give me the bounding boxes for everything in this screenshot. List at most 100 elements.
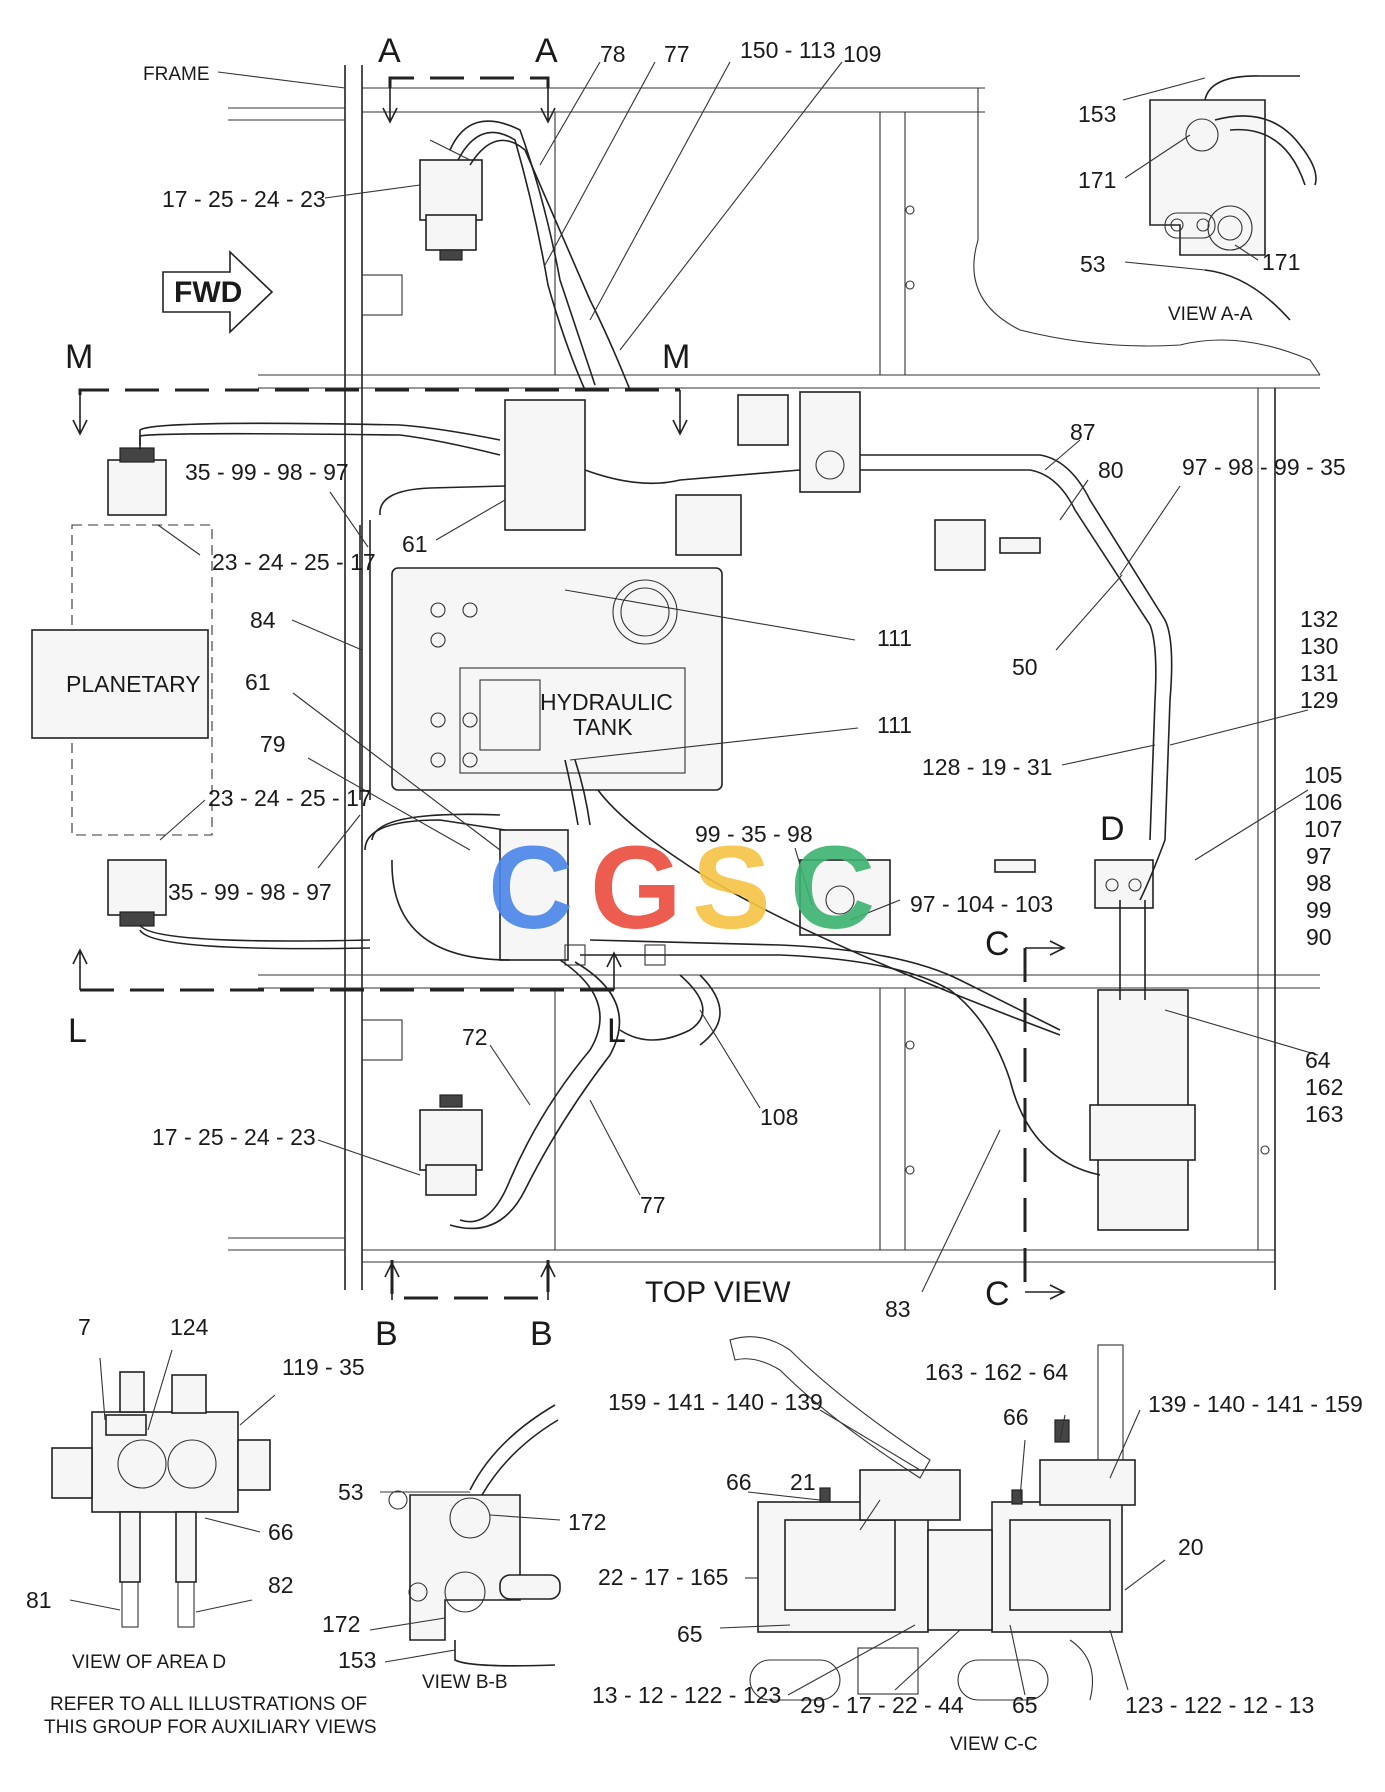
callout-20: 20 xyxy=(1178,1534,1204,1560)
callout-61-top: 61 xyxy=(402,531,428,557)
callout-172-a: 172 xyxy=(568,1509,606,1535)
callout-108: 108 xyxy=(760,1104,798,1130)
section-marker-a-left: A xyxy=(378,32,401,70)
callout-98: 98 xyxy=(1306,870,1332,896)
note-line-1: REFER TO ALL ILLUSTRATIONS OF xyxy=(50,1694,367,1715)
valve-blocks xyxy=(499,391,1196,1231)
forward-arrow xyxy=(162,250,274,334)
callout-35-99-98-97-top: 35 - 99 - 98 - 97 xyxy=(185,459,349,485)
callout-83: 83 xyxy=(885,1296,911,1322)
top-view-title: TOP VIEW xyxy=(645,1276,791,1309)
callout-77-bot: 77 xyxy=(640,1192,666,1218)
callout-77-top: 77 xyxy=(664,41,690,67)
view-aa-title: VIEW A-A xyxy=(1168,304,1253,325)
callout-50: 50 xyxy=(1012,654,1038,680)
callout-128-19-31: 128 - 19 - 31 xyxy=(922,754,1052,780)
frame-label: FRAME xyxy=(143,64,210,85)
section-marker-c-top: C xyxy=(985,925,1010,963)
hydraulic-lines xyxy=(139,120,1173,1230)
section-marker-b-left: B xyxy=(375,1315,398,1353)
callout-99-35-98: 99 - 35 - 98 xyxy=(695,821,813,847)
callout-53-aa: 53 xyxy=(1080,251,1106,277)
watermark-letter-c-green: C xyxy=(790,822,875,954)
callout-61-mid: 61 xyxy=(245,669,271,695)
callout-21: 21 xyxy=(790,1469,816,1495)
section-marker-l-right: L xyxy=(607,1012,626,1050)
section-marker-c-bottom: C xyxy=(985,1275,1010,1313)
callout-87: 87 xyxy=(1070,419,1096,445)
callout-139-140-141-159: 139 - 140 - 141 - 159 xyxy=(1148,1391,1363,1417)
callout-119-35: 119 - 35 xyxy=(282,1354,365,1380)
callout-29-17-22-44: 29 - 17 - 22 - 44 xyxy=(800,1692,964,1718)
callout-64: 64 xyxy=(1305,1047,1331,1073)
callout-79: 79 xyxy=(260,731,286,757)
callout-66-d: 66 xyxy=(268,1519,294,1545)
callout-22-17-165: 22 - 17 - 165 xyxy=(598,1564,728,1590)
callout-131: 131 xyxy=(1300,660,1338,686)
planetary-label: PLANETARY xyxy=(66,671,201,697)
watermark-letter-c-blue: C xyxy=(488,822,573,954)
watermark-letter-g: G xyxy=(590,822,682,954)
callout-97: 97 xyxy=(1306,843,1332,869)
fwd-label: FWD xyxy=(174,276,242,309)
callout-13-12-122-123: 13 - 12 - 122 - 123 xyxy=(592,1682,781,1708)
callout-171-b: 171 xyxy=(1262,249,1300,275)
callout-23-24-25-17-bot: 23 - 24 - 25 - 17 xyxy=(208,785,372,811)
callout-35-99-98-97-bot: 35 - 99 - 98 - 97 xyxy=(168,879,332,905)
section-marker-b-right: B xyxy=(530,1315,553,1353)
diagram-text: FRAME FWD PLANETARY HYDRAULIC TANK A A M… xyxy=(26,32,1363,1755)
callout-53-bb: 53 xyxy=(338,1479,364,1505)
callout-124: 124 xyxy=(170,1314,209,1340)
callout-84: 84 xyxy=(250,607,276,633)
view-bb-title: VIEW B-B xyxy=(422,1672,508,1693)
view-area-d-detail xyxy=(51,1349,276,1628)
hydraulic-tank-label: HYDRAULIC xyxy=(540,689,673,715)
callout-123-122-12-13: 123 - 122 - 12 - 13 xyxy=(1125,1692,1314,1718)
callout-105: 105 xyxy=(1304,762,1342,788)
callout-172-b: 172 xyxy=(322,1611,360,1637)
view-area-d-title: VIEW OF AREA D xyxy=(72,1652,226,1673)
callout-65-a: 65 xyxy=(677,1621,703,1647)
gsc-watermark: C G S C xyxy=(488,822,875,954)
section-marker-m-right: M xyxy=(662,338,690,376)
callout-111-mid: 111 xyxy=(877,712,912,738)
callout-130: 130 xyxy=(1300,633,1338,659)
callout-153-bb: 153 xyxy=(338,1647,376,1673)
callout-97-104-103: 97 - 104 - 103 xyxy=(910,891,1053,917)
callout-163: 163 xyxy=(1305,1101,1343,1127)
callout-81: 81 xyxy=(26,1587,52,1613)
callout-66-cc-a: 66 xyxy=(1003,1404,1029,1430)
machine-frame xyxy=(228,65,1321,1290)
callout-109: 109 xyxy=(843,41,881,67)
callout-72: 72 xyxy=(462,1024,488,1050)
bottom-sensor-unit xyxy=(419,1094,483,1196)
top-sensor-unit xyxy=(419,139,483,261)
callout-leader-lines xyxy=(157,61,1319,1293)
callout-107: 107 xyxy=(1304,816,1342,842)
callout-153-aa: 153 xyxy=(1078,101,1116,127)
view-cc-title: VIEW C-C xyxy=(950,1734,1038,1755)
callout-66-cc-b: 66 xyxy=(726,1469,752,1495)
callout-162: 162 xyxy=(1305,1074,1343,1100)
callout-97-98-99-35: 97 - 98 - 99 - 35 xyxy=(1182,454,1346,480)
planetary-assembly xyxy=(31,447,213,927)
callout-82: 82 xyxy=(268,1572,294,1598)
callout-159-141-140-139: 159 - 141 - 140 - 139 xyxy=(608,1389,823,1415)
callout-7: 7 xyxy=(78,1314,91,1340)
section-marker-l-left: L xyxy=(68,1012,87,1050)
callout-99: 99 xyxy=(1306,897,1332,923)
callout-163-162-64: 163 - 162 - 64 xyxy=(925,1359,1068,1385)
callout-78: 78 xyxy=(600,41,626,67)
callout-171-a: 171 xyxy=(1078,167,1116,193)
view-cc-detail xyxy=(719,1336,1166,1701)
callout-90: 90 xyxy=(1306,924,1332,950)
callout-150-113: 150 - 113 xyxy=(740,37,835,63)
view-bb-detail xyxy=(369,1404,561,1667)
section-marker-m-left: M xyxy=(65,338,93,376)
callout-65-b: 65 xyxy=(1012,1692,1038,1718)
hydraulic-tank xyxy=(391,567,723,791)
callout-23-24-25-17-top: 23 - 24 - 25 - 17 xyxy=(212,549,376,575)
callout-132: 132 xyxy=(1300,606,1338,632)
